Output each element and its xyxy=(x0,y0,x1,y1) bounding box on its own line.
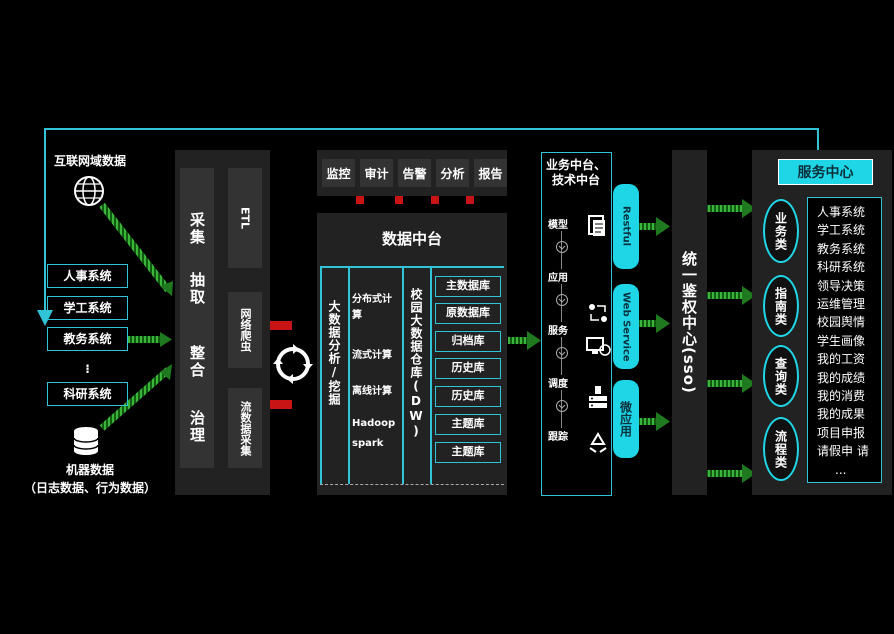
compute-stream: 流式计算 xyxy=(352,350,392,361)
divider xyxy=(348,266,350,484)
step-schedule: 调度 xyxy=(548,375,568,390)
tool-crawler-box: 网络爬虫 xyxy=(228,292,262,368)
ingest-step-collect: 采集 xyxy=(188,212,206,246)
tab-report[interactable]: 报告 xyxy=(474,159,507,187)
machine-data-label: 机器数据 xyxy=(65,463,114,477)
category-process[interactable]: 流程类 xyxy=(763,417,799,481)
tool-etl: ETL xyxy=(238,206,252,230)
compute-distributed: 分布式计算 xyxy=(352,294,392,321)
service-item[interactable]: 校园舆情 xyxy=(817,315,866,330)
service-item[interactable]: 学工系统 xyxy=(817,223,866,238)
source-system-hr[interactable]: 人事系统 xyxy=(47,264,128,288)
service-item[interactable]: 我的消费 xyxy=(817,389,866,404)
source-system-student-affairs[interactable]: 学工系统 xyxy=(47,296,128,320)
network-computer-icon xyxy=(586,337,611,356)
service-item[interactable]: 人事系统 xyxy=(817,205,866,219)
tab-audit[interactable]: 审计 xyxy=(360,159,393,187)
business-platform-title: 业务中台、技术中台 xyxy=(545,158,606,187)
analytics-title: 大数据分析/挖掘 xyxy=(327,300,341,406)
service-center-title: 服务中心 xyxy=(778,159,873,185)
divider xyxy=(320,266,504,268)
internet-data-label: 互联网域数据 xyxy=(53,154,126,168)
divider xyxy=(402,266,404,484)
data-platform-title: 数据中台 xyxy=(381,230,442,248)
server-stack-icon xyxy=(589,386,607,408)
service-item[interactable]: 运维管理 xyxy=(817,297,866,312)
ellipsis: ⁝ xyxy=(85,362,90,376)
source-system-research[interactable]: 科研系统 xyxy=(47,382,128,406)
ingest-step-integrate: 整合 xyxy=(188,345,206,379)
ingest-steps-column xyxy=(180,168,214,468)
chevron-down-icon xyxy=(556,241,568,253)
tool-crawler: 网络爬虫 xyxy=(239,308,252,352)
service-list: 人事系统 学工系统 教务系统 科研系统 领导决策 运维管理 校园舆情 学生画像 … xyxy=(807,197,882,483)
dw-title: 校园大数据仓库(DW) xyxy=(409,288,423,439)
tool-stream: 流数据采集 xyxy=(239,400,252,456)
dw-item[interactable]: 主数据库 xyxy=(435,276,501,297)
source-system-academic[interactable]: 教务系统 xyxy=(47,327,128,351)
category-query[interactable]: 查询类 xyxy=(763,345,799,407)
chevron-down-icon xyxy=(556,400,568,412)
service-item[interactable]: 我的成绩 xyxy=(817,370,866,385)
pill-webservice[interactable]: Web Service xyxy=(613,284,639,369)
compute-hadoop: Hadoop spark xyxy=(352,418,396,449)
ingest-step-extract: 抽取 xyxy=(188,272,206,306)
dw-item[interactable]: 历史库 xyxy=(435,358,501,379)
tab-monitor[interactable]: 监控 xyxy=(322,159,355,187)
service-item[interactable]: 领导决策 xyxy=(817,278,866,293)
tab-alert[interactable]: 告警 xyxy=(398,159,431,187)
service-item[interactable]: 请假申 请 xyxy=(817,444,869,459)
service-item[interactable]: 项目申报 xyxy=(817,425,866,440)
dw-item[interactable]: 原数据库 xyxy=(435,303,501,324)
service-item[interactable]: 教务系统 xyxy=(817,241,866,256)
service-item[interactable]: 学生画像 xyxy=(817,333,866,348)
dw-item[interactable]: 主题库 xyxy=(435,414,501,435)
step-track: 跟踪 xyxy=(548,428,568,443)
document-icon xyxy=(588,215,605,236)
ingest-step-govern: 治理 xyxy=(188,410,206,444)
dw-item[interactable]: 历史库 xyxy=(435,386,501,407)
chevron-down-icon xyxy=(556,294,568,306)
tab-analysis[interactable]: 分析 xyxy=(436,159,469,187)
category-guide[interactable]: 指南类 xyxy=(763,275,799,337)
sso-title: 统一鉴权中心(sso) xyxy=(680,251,698,394)
chevron-down-icon xyxy=(556,347,568,359)
compute-offline: 离线计算 xyxy=(352,386,392,397)
refresh-cycle-icon xyxy=(273,344,313,384)
step-service: 服务 xyxy=(548,322,568,337)
tool-etl-box: ETL xyxy=(228,168,262,268)
tool-stream-box: 流数据采集 xyxy=(228,388,262,468)
divider xyxy=(320,266,322,484)
pill-restful[interactable]: Restful xyxy=(613,184,639,269)
category-business[interactable]: 业务类 xyxy=(763,199,799,263)
team-transfer-icon xyxy=(589,304,607,322)
step-app: 应用 xyxy=(548,269,568,284)
service-item[interactable]: 科研系统 xyxy=(817,260,866,275)
recycle-icon xyxy=(589,432,607,453)
pill-microapp[interactable]: 微应用 xyxy=(613,380,639,458)
step-model: 模型 xyxy=(548,216,568,231)
dw-item[interactable]: 归档库 xyxy=(435,331,501,352)
globe-icon xyxy=(74,176,104,206)
service-item[interactable]: 我的成果 xyxy=(817,407,866,422)
divider xyxy=(430,266,432,484)
service-item: ... xyxy=(835,462,847,477)
service-item[interactable]: 我的工资 xyxy=(817,352,866,367)
sso-panel: 统一鉴权中心(sso) xyxy=(672,150,707,495)
divider xyxy=(320,484,504,485)
machine-data-sub: （日志数据、行为数据） xyxy=(23,481,156,495)
dw-item[interactable]: 主题库 xyxy=(435,442,501,463)
database-icon xyxy=(73,427,99,455)
